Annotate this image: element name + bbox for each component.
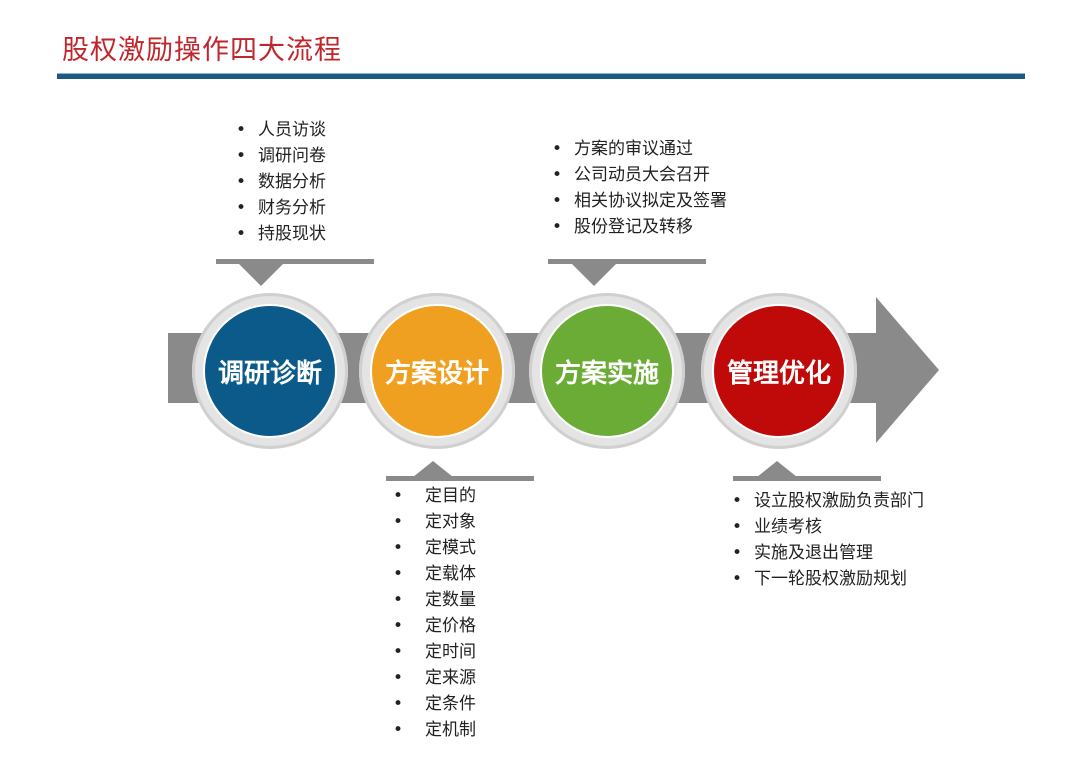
step-3-list: 方案的审议通过 公司动员大会召开 相关协议拟定及签署 股份登记及转移 <box>552 136 727 240</box>
process-arrow-head <box>876 297 939 443</box>
list-item: 方案的审议通过 <box>552 136 727 162</box>
list-item: 定模式 <box>393 535 476 561</box>
list-item: 相关协议拟定及签署 <box>552 188 727 214</box>
list-item: 定条件 <box>393 691 476 717</box>
list-item: 定对象 <box>393 509 476 535</box>
list-item: 定价格 <box>393 613 476 639</box>
list-item: 公司动员大会召开 <box>552 162 727 188</box>
list-item: 设立股权激励负责部门 <box>732 488 924 514</box>
list-item: 调研问卷 <box>236 143 326 169</box>
step-3-circle: 方案实施 <box>540 304 674 438</box>
list-item: 持股现状 <box>236 221 326 247</box>
step-4-list: 设立股权激励负责部门 业绩考核 实施及退出管理 下一轮股权激励规划 <box>732 488 924 592</box>
step-2-list: 定目的 定对象 定模式 定载体 定数量 定价格 定时间 定来源 定条件 定机制 <box>393 483 476 743</box>
callout-1-pointer <box>239 264 283 286</box>
list-item: 定数量 <box>393 587 476 613</box>
list-item: 定目的 <box>393 483 476 509</box>
step-3-ring: 方案实施 <box>529 293 685 449</box>
title-divider <box>57 73 1025 79</box>
list-item: 实施及退出管理 <box>732 540 924 566</box>
callout-3-bar <box>548 259 706 264</box>
list-item: 数据分析 <box>236 169 326 195</box>
step-1-list: 人员访谈 调研问卷 数据分析 财务分析 持股现状 <box>236 117 326 247</box>
list-item: 定来源 <box>393 665 476 691</box>
step-4-ring: 管理优化 <box>701 293 857 449</box>
list-item: 人员访谈 <box>236 117 326 143</box>
step-4-circle: 管理优化 <box>712 304 846 438</box>
step-1-circle: 调研诊断 <box>203 304 337 438</box>
callout-3-pointer <box>572 264 616 286</box>
list-item: 定机制 <box>393 717 476 743</box>
callout-2-pointer <box>413 461 453 477</box>
step-2-ring: 方案设计 <box>359 293 515 449</box>
list-item: 财务分析 <box>236 195 326 221</box>
callout-2-bar <box>386 476 534 481</box>
list-item: 股份登记及转移 <box>552 214 727 240</box>
list-item: 定时间 <box>393 639 476 665</box>
page-title: 股权激励操作四大流程 <box>62 35 342 66</box>
step-2-circle: 方案设计 <box>370 304 504 438</box>
list-item: 业绩考核 <box>732 514 924 540</box>
step-1-ring: 调研诊断 <box>192 293 348 449</box>
callout-1-bar <box>216 259 374 264</box>
list-item: 下一轮股权激励规划 <box>732 566 924 592</box>
callout-4-pointer <box>757 461 797 477</box>
list-item: 定载体 <box>393 561 476 587</box>
callout-4-bar <box>733 476 881 481</box>
